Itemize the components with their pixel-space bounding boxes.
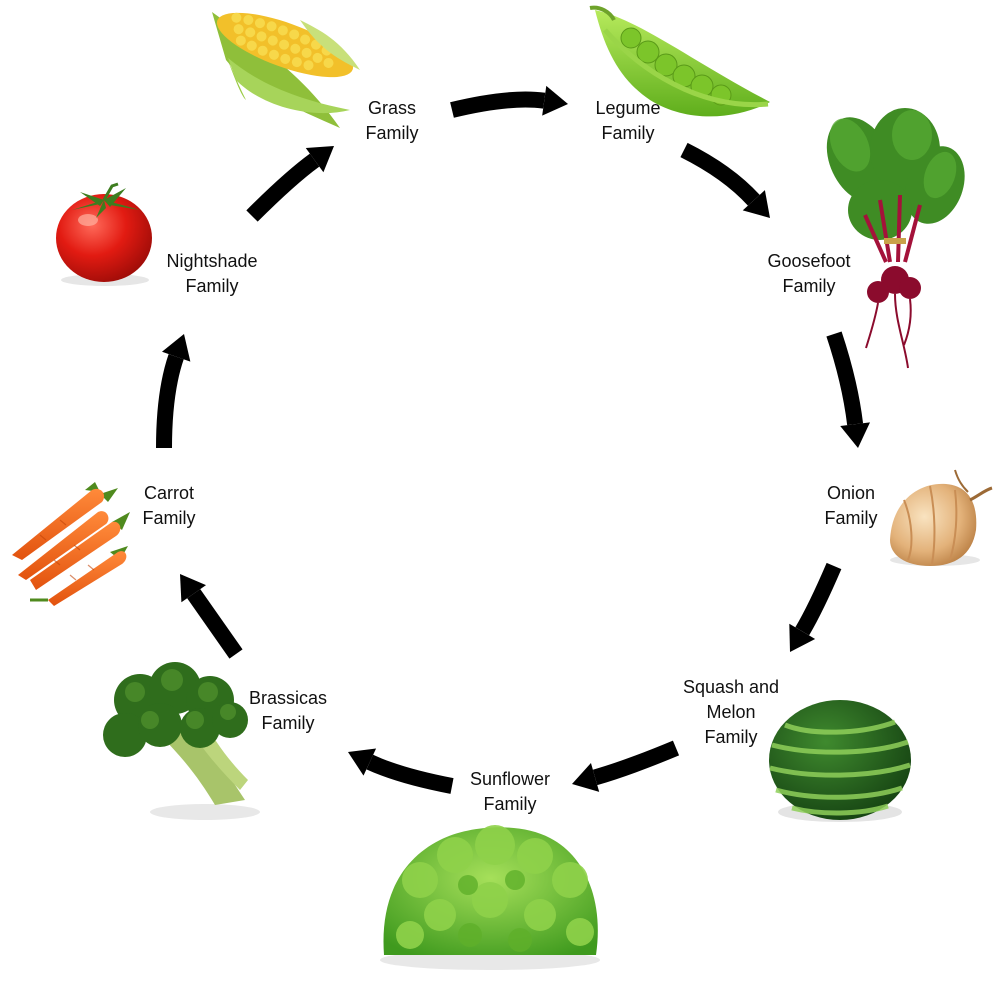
family-label-grass: Grass Family — [366, 96, 419, 146]
label-line: Legume — [595, 98, 661, 118]
carrot-icon — [12, 482, 130, 606]
family-label-brassicas: Brassicas Family — [249, 686, 327, 736]
arrow-shaft-goosefoot-to-onion — [826, 331, 864, 426]
label-line: Brassicas — [248, 688, 328, 708]
arrow-head-legume-to-goosefoot — [742, 190, 770, 218]
beet-icon — [826, 108, 965, 369]
label-line: Sunflower — [469, 769, 551, 789]
label-line: Melon — [706, 702, 756, 722]
family-label-nightshade: Nightshade Family — [166, 249, 257, 299]
arrow-head-goosefoot-to-onion — [840, 422, 871, 448]
label-line: Nightshade — [166, 251, 258, 271]
label-line: Onion — [826, 483, 876, 503]
arrow-shaft-carrot-to-nightshade — [156, 354, 184, 449]
arrow-head-squash-to-sunflower — [572, 762, 600, 792]
label-line: Family — [601, 123, 655, 143]
arrow-head-carrot-to-nightshade — [161, 334, 191, 362]
arrow-shaft-brassicas-to-carrot — [187, 589, 243, 659]
arrow-shaft-sunflower-to-brassicas — [366, 754, 454, 794]
arrow-shaft-nightshade-to-grass — [246, 153, 320, 222]
label-line: Family — [261, 713, 315, 733]
arrow-shaft-onion-to-squash — [795, 562, 842, 636]
arrow-head-nightshade-to-grass — [305, 146, 334, 173]
arrow-shaft-grass-to-legume — [450, 91, 546, 118]
family-label-sunflower: Sunflower Family — [470, 767, 550, 817]
tomato-icon — [56, 182, 152, 286]
arrow-shaft-squash-to-sunflower — [592, 740, 680, 786]
label-line: Goosefoot — [767, 251, 851, 271]
family-label-goosefoot: Goosefoot Family — [767, 249, 850, 299]
label-line: Carrot — [143, 483, 194, 503]
arrow-shaft-legume-to-goosefoot — [680, 142, 760, 206]
label-line: Family — [185, 276, 239, 296]
family-label-onion: Onion Family — [825, 481, 878, 531]
arrow-head-brassicas-to-carrot — [180, 574, 207, 603]
rotation-arrows — [156, 85, 871, 794]
label-line: Grass — [367, 98, 416, 118]
label-line: Squash and — [682, 677, 780, 697]
arrow-head-grass-to-legume — [542, 85, 568, 116]
label-line: Family — [365, 123, 419, 143]
broccoli-icon — [103, 662, 260, 820]
pea-pod-icon — [589, 5, 770, 117]
arrow-head-onion-to-squash — [789, 623, 816, 652]
onion-icon — [890, 469, 993, 566]
family-label-legume: Legume Family — [595, 96, 660, 146]
label-line: Family — [483, 794, 537, 814]
arrow-head-sunflower-to-brassicas — [348, 748, 377, 776]
label-line: Family — [782, 276, 836, 296]
label-line: Family — [704, 727, 758, 747]
label-line: Family — [142, 508, 196, 528]
family-label-carrot: Carrot Family — [143, 481, 196, 531]
family-label-squash: Squash and Melon Family — [683, 675, 779, 750]
label-line: Family — [824, 508, 878, 528]
watermelon-icon — [769, 700, 911, 822]
corn-icon — [212, 12, 360, 128]
lettuce-icon — [380, 825, 600, 970]
